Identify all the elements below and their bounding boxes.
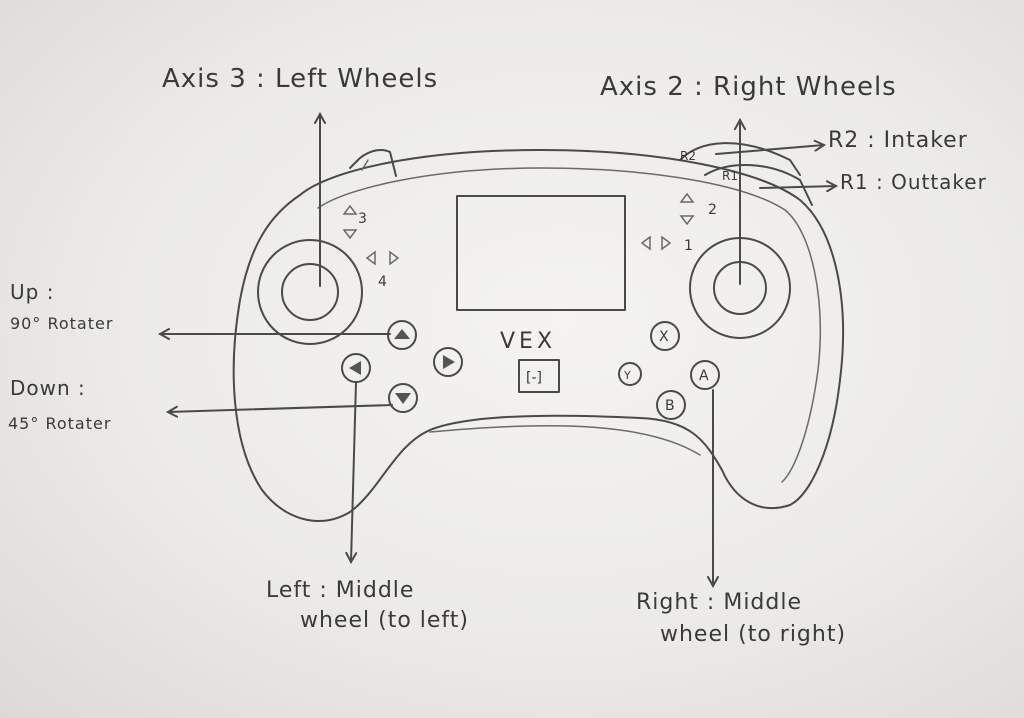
button-y-label: Y: [623, 369, 631, 382]
axis1-right-triangle: [661, 235, 672, 251]
axis2-down-triangle: [679, 215, 695, 226]
button-x: [650, 321, 680, 351]
axis3-number: 3: [358, 211, 367, 227]
left-label-line1: Left : Middle: [266, 578, 415, 603]
right-label-line1: Right : Middle: [636, 590, 803, 615]
up-title: Up :: [10, 280, 55, 304]
axis4-right-triangle: [389, 250, 400, 266]
axis2-label: Axis 2 : Right Wheels: [600, 72, 897, 102]
r1-tag: R1: [722, 169, 738, 183]
dpad-down: [388, 383, 418, 413]
power-button-box: [518, 359, 560, 393]
dpad-down-arrow: [395, 393, 411, 404]
left-joystick-inner: [281, 263, 339, 321]
power-symbol: [-]: [526, 370, 542, 386]
screen: [456, 195, 626, 311]
button-y: [618, 362, 642, 386]
left-joystick-outer: [257, 239, 363, 345]
controller-inner-outline: [317, 167, 821, 483]
right-label-line2: wheel (to right): [660, 622, 847, 647]
left-bumper-inner: [361, 159, 369, 171]
right-bumper-r1: [704, 163, 813, 206]
r2-tag: R2: [680, 149, 696, 163]
right-bumper-r2: [679, 142, 801, 176]
down-title: Down :: [10, 376, 86, 400]
axis3-up-triangle: [342, 204, 358, 215]
button-b: [656, 390, 686, 420]
axis4-left-triangle: [365, 250, 376, 266]
button-x-label: X: [659, 329, 669, 345]
axis4-number: 4: [378, 274, 387, 290]
dpad-up-arrow: [394, 329, 410, 339]
down-desc: 45° Rotater: [8, 414, 112, 433]
axis1-left-triangle: [640, 235, 651, 251]
dpad-right: [433, 347, 463, 377]
r2-label: R2 : Intaker: [828, 128, 968, 153]
dpad-left-arrow: [349, 361, 361, 375]
button-a-label: A: [699, 368, 709, 384]
left-bumper: [349, 149, 397, 177]
r1-label: R1 : Outtaker: [840, 170, 987, 194]
left-leader-arrow: [351, 381, 356, 562]
vex-logo: VEX: [500, 329, 556, 354]
dpad-right-arrow: [443, 355, 455, 369]
controller-grip-line: [429, 425, 701, 456]
axis1-number: 1: [684, 238, 693, 254]
axis2-up-triangle: [679, 192, 695, 203]
left-label-line2: wheel (to left): [300, 608, 469, 633]
controller-outline: [232, 149, 845, 522]
axis2-number: 2: [708, 202, 717, 218]
axis3-down-triangle: [342, 229, 358, 240]
r1-arrow: [759, 186, 836, 188]
down-leader-arrow: [168, 404, 393, 412]
up-desc: 90° Rotater: [10, 314, 114, 333]
r2-arrow: [715, 145, 824, 155]
axis3-label: Axis 3 : Left Wheels: [162, 64, 439, 94]
button-b-label: B: [665, 398, 675, 414]
button-a: [690, 360, 720, 390]
